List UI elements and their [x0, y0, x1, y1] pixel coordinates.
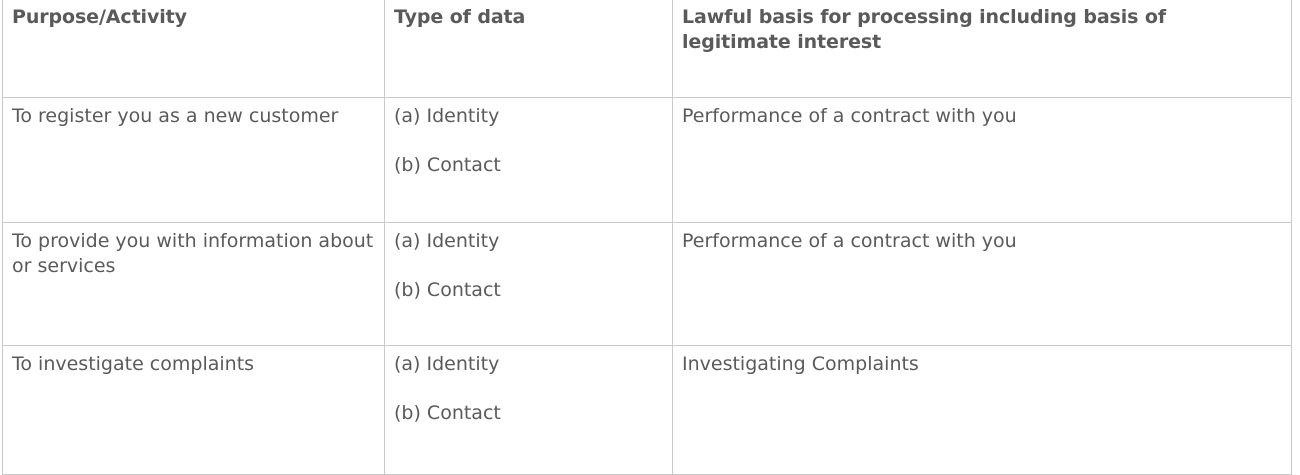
cell-lawful-basis: Performance of a contract with you — [672, 97, 1292, 223]
lawful-basis-text: Performance of a contract with you — [682, 230, 1017, 252]
data-type-item: (b) Contact — [394, 154, 501, 176]
cell-type-of-data: (a) Identity (b) Contact — [384, 97, 673, 223]
cell-type-of-data: (a) Identity (b) Contact — [384, 222, 673, 346]
table-body: To register you as a new customer (a) Id… — [2, 97, 1292, 475]
lawful-basis-text: Investigating Complaints — [682, 353, 919, 375]
purpose-text: To investigate complaints — [12, 353, 255, 375]
table-row: To investigate complaints (a) Identity (… — [2, 345, 1292, 475]
table-row: To register you as a new customer (a) Id… — [2, 97, 1292, 223]
cell-type-of-data: (a) Identity (b) Contact — [384, 345, 673, 475]
data-type-item: (a) Identity — [394, 105, 500, 127]
cell-lawful-basis: Performance of a contract with you — [672, 222, 1292, 346]
table-header: Purpose/Activity Type of data Lawful bas… — [2, 0, 1292, 98]
cell-lawful-basis: Investigating Complaints — [672, 345, 1292, 475]
purpose-text: To provide you with information about or… — [12, 230, 374, 277]
cell-purpose: To investigate complaints — [2, 345, 385, 475]
purpose-text: To register you as a new customer — [12, 105, 339, 127]
column-header-purpose-activity: Purpose/Activity — [2, 0, 385, 98]
data-type-item: (b) Contact — [394, 279, 501, 301]
cell-purpose: To register you as a new customer — [2, 97, 385, 223]
data-type-item: (a) Identity — [394, 353, 500, 375]
table-header-row: Purpose/Activity Type of data Lawful bas… — [2, 0, 1292, 98]
data-type-item: (b) Contact — [394, 402, 501, 424]
column-header-type-of-data: Type of data — [384, 0, 673, 98]
data-type-item: (a) Identity — [394, 230, 500, 252]
lawful-basis-text: Performance of a contract with you — [682, 105, 1017, 127]
cell-purpose: To provide you with information about or… — [2, 222, 385, 346]
column-header-lawful-basis: Lawful basis for processing including ba… — [672, 0, 1292, 98]
table-row: To provide you with information about or… — [2, 222, 1292, 346]
